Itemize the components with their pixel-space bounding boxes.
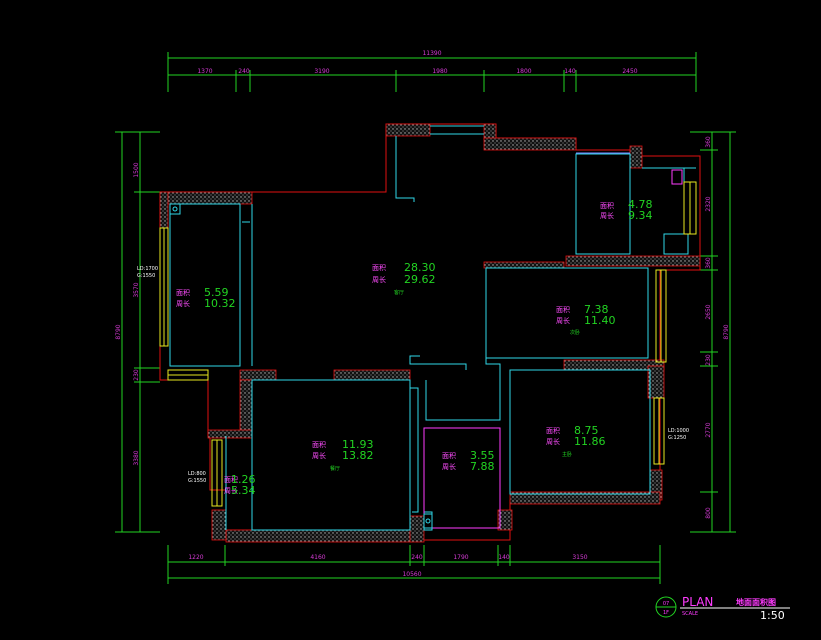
window-balcony-ld: LD:800: [188, 471, 206, 477]
room-left-perimeter: 10.32: [204, 297, 236, 310]
dim-right-5: 230: [705, 354, 712, 366]
dim-bottom-2: 4160: [310, 554, 325, 561]
room-second-label-area: 面积: [556, 305, 570, 314]
dim-top-7: 2450: [622, 68, 637, 75]
room-bathroom-label-area: 面积: [442, 451, 456, 460]
room-second-bedroom: 面积 7.38 周长 11.40 次卧: [556, 303, 616, 336]
dim-top-2: 240: [238, 68, 250, 75]
dim-bottom-1: 1220: [188, 554, 203, 561]
window-left-ld: LD:1700: [137, 266, 158, 272]
dim-left-4: 3380: [133, 450, 140, 465]
title-circle-bottom: 1F: [663, 610, 669, 616]
dim-bottom-6: 3150: [572, 554, 587, 561]
room-dining: 面积 11.93 周长 13.82 餐厅: [312, 438, 374, 472]
room-utility: 面积 4.78 周长 9.34: [600, 198, 653, 222]
window-annotation-right: LD:1000 G:1250: [668, 428, 689, 441]
right-dimension-lines: [690, 131, 736, 533]
room-dining-label-perimeter: 周长: [312, 451, 326, 460]
dim-bottom-5: 140: [498, 554, 510, 561]
room-left-label-perimeter: 周长: [176, 299, 190, 308]
window-right-ld: LD:1000: [668, 428, 689, 434]
room-living-perimeter: 29.62: [404, 273, 436, 286]
room-living: 面积 28.30 周长 29.62 客厅: [372, 261, 436, 296]
dim-top-6: 140: [564, 68, 576, 75]
room-master-label-perimeter: 周长: [546, 437, 560, 446]
room-bathroom-area: 3.55: [470, 449, 495, 462]
title-circle-top: 07: [663, 601, 669, 607]
room-left-area: 5.59: [204, 286, 229, 299]
dim-bottom-3: 240: [411, 554, 423, 561]
room-dining-area: 11.93: [342, 438, 374, 451]
dim-right-3: 360: [705, 257, 712, 269]
window-left-g: G:1550: [137, 273, 155, 279]
window-right-g: G:1250: [668, 435, 686, 441]
dim-top-4: 1980: [432, 68, 447, 75]
title-scale-word: SCALE: [682, 611, 698, 617]
dim-left-2: 3570: [133, 282, 140, 297]
dim-bottom-total: 10560: [402, 571, 421, 578]
room-living-tag: 客厅: [394, 289, 404, 296]
room-utility-perimeter: 9.34: [628, 209, 653, 222]
window-annotation-balcony: LD:800 G:1550: [188, 471, 206, 484]
room-bathroom-perimeter: 7.88: [470, 460, 495, 473]
dim-bottom-4: 1790: [453, 554, 468, 561]
room-living-label-area: 面积: [372, 263, 386, 272]
title-block: 07 1F PLAN SCALE 地面面积图 1:50: [655, 595, 790, 622]
room-left: 面积 5.59 周长 10.32: [176, 286, 236, 310]
left-dimension-lines: [115, 131, 160, 533]
room-balcony-area: 1.26: [231, 473, 256, 486]
dim-top-3: 3190: [314, 68, 329, 75]
title-name: 地面面积图: [736, 597, 776, 607]
room-second-label-perimeter: 周长: [556, 316, 570, 325]
room-dining-label-area: 面积: [312, 440, 326, 449]
room-balcony: 面积 1.26 周长 5.34: [224, 473, 256, 497]
room-bathroom: 面积 3.55 周长 7.88: [442, 449, 495, 473]
room-dining-tag: 餐厅: [330, 465, 340, 472]
dim-right-1: 360: [705, 136, 712, 148]
fixture-marks: [169, 203, 433, 529]
dim-right-4: 2650: [705, 304, 712, 319]
room-bathroom-label-perimeter: 周长: [442, 462, 456, 471]
dim-right-total: 8790: [723, 324, 730, 339]
dim-right-7: 800: [705, 507, 712, 519]
room-balcony-perimeter: 5.34: [231, 484, 256, 497]
bottom-dimension-lines: [167, 545, 661, 584]
room-dining-perimeter: 13.82: [342, 449, 374, 462]
dim-top-5: 1800: [516, 68, 531, 75]
room-master-perimeter: 11.86: [574, 435, 606, 448]
room-balcony-label-perimeter: 周长: [224, 486, 238, 495]
dim-top-total: 11390: [422, 50, 441, 57]
room-second-tag: 次卧: [570, 329, 580, 336]
window-balcony-g: G:1550: [188, 478, 206, 484]
room-second-area: 7.38: [584, 303, 609, 316]
dim-top-1: 1370: [197, 68, 212, 75]
room-living-area: 28.30: [404, 261, 436, 274]
room-utility-area: 4.78: [628, 198, 653, 211]
window-marks: [159, 181, 697, 507]
title-plan: PLAN: [682, 595, 713, 609]
room-master-bedroom: 面积 8.75 周长 11.86 主卧: [546, 424, 606, 458]
room-master-label-area: 面积: [546, 426, 560, 435]
room-balcony-label-area: 面积: [224, 475, 238, 484]
room-master-area: 8.75: [574, 424, 599, 437]
dim-left-1: 1500: [133, 162, 140, 177]
window-annotation-left: LD:1700 G:1550: [137, 266, 158, 279]
room-master-tag: 主卧: [562, 451, 572, 458]
room-utility-label-perimeter: 周长: [600, 211, 614, 220]
room-second-perimeter: 11.40: [584, 314, 616, 327]
dim-right-6: 2770: [705, 422, 712, 437]
dim-left-total: 8790: [115, 324, 122, 339]
room-utility-label-area: 面积: [600, 201, 614, 210]
dim-right-2: 2320: [705, 196, 712, 211]
room-living-label-perimeter: 周长: [372, 275, 386, 284]
dim-left-3: 230: [133, 369, 140, 381]
title-scale: 1:50: [760, 609, 785, 622]
pink-accents: [423, 169, 683, 529]
top-dimension-lines: [167, 52, 697, 92]
interior-partitions: [169, 125, 696, 531]
room-left-label-area: 面积: [176, 288, 190, 297]
